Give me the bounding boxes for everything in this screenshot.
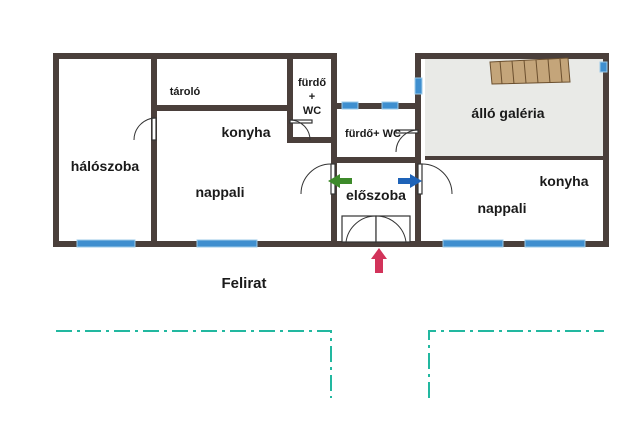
window-8 (599, 61, 608, 73)
door-entrance (341, 215, 411, 243)
room-label-hall: előszoba (346, 187, 406, 203)
arrow-right-icon (398, 174, 422, 188)
window-2 (196, 239, 258, 248)
arrow-left-icon (328, 174, 352, 188)
plan-caption: Felirat (221, 275, 266, 292)
door-bath-2 (395, 129, 419, 153)
room-label-living-1: nappali (195, 184, 244, 200)
window-6 (381, 101, 399, 110)
window-7 (414, 77, 423, 95)
room-label-bath-1-a: fürdő (298, 77, 326, 89)
door-living-1 (300, 163, 336, 195)
staircase-icon (489, 57, 571, 85)
wall-top-left-unit (53, 53, 337, 109)
door-bath-1 (289, 119, 313, 141)
door-bedroom (133, 117, 157, 141)
door-living-2 (417, 163, 453, 195)
entrance-arrow-icon (371, 248, 387, 273)
boundary-line-left (56, 330, 332, 398)
room-label-living-2: nappali (477, 200, 526, 216)
boundary-line-right (428, 330, 604, 398)
room-label-storage: tároló (170, 86, 201, 98)
room-label-kitchen-1: konyha (221, 124, 270, 140)
room-label-gallery: álló galéria (471, 105, 544, 121)
wall-right-unit (415, 53, 609, 247)
room-label-bath-2: fürdő+ WC (345, 128, 401, 140)
room-label-bath-1-c: WC (303, 105, 321, 117)
wall-bath-1 (287, 53, 337, 143)
window-4 (524, 239, 586, 248)
window-5 (341, 101, 359, 110)
window-1 (76, 239, 136, 248)
wall-left-and-bottom (53, 53, 421, 247)
room-label-bedroom: hálószoba (71, 158, 140, 174)
window-3 (442, 239, 504, 248)
room-label-bath-1-b: + (309, 91, 315, 103)
room-label-kitchen-2: konyha (539, 173, 588, 189)
